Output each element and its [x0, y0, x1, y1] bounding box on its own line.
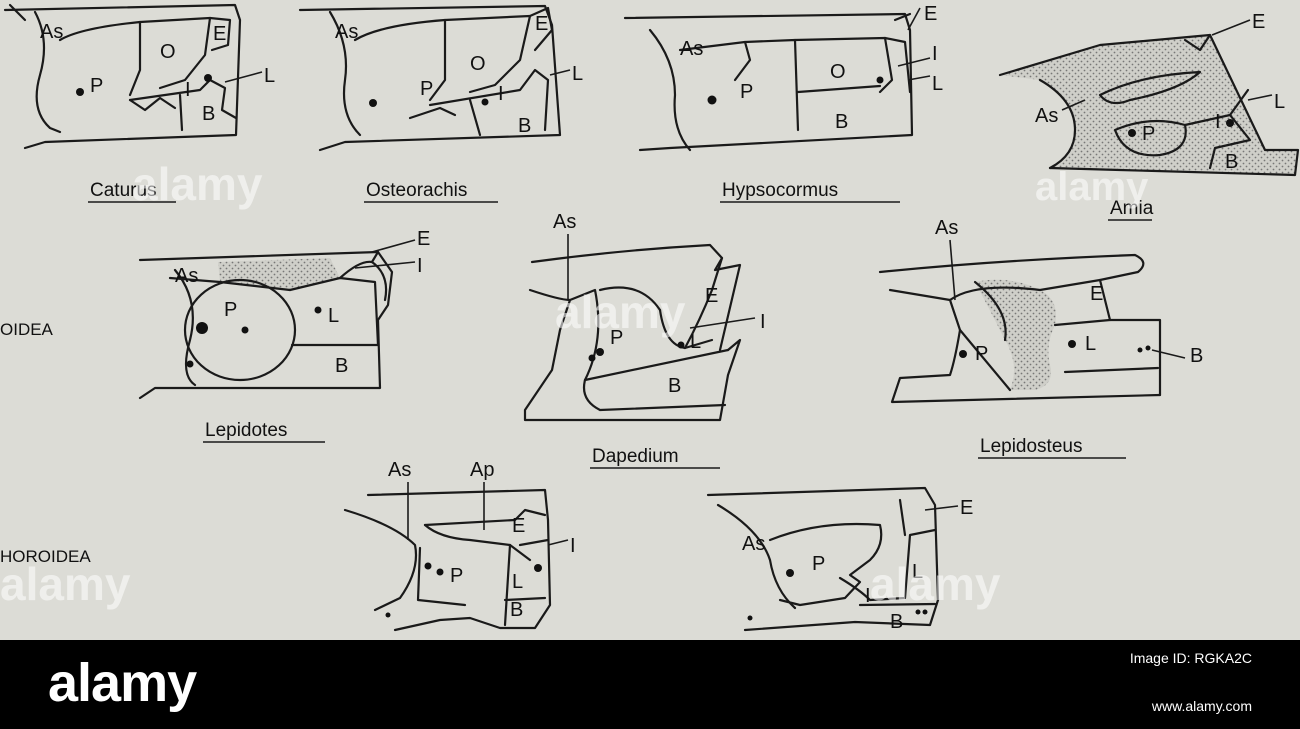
footer-bar: alamy Image ID: RGKA2C www.alamy.com: [0, 640, 1300, 729]
osteorachis-label-o: O: [470, 53, 486, 75]
lepidosteus-skull: As P E L B: [880, 217, 1203, 402]
caption-lepidosteus: Lepidosteus: [980, 436, 1082, 457]
amia-label-l: L: [1274, 91, 1285, 113]
caturus-label-p: P: [90, 75, 103, 97]
lepidotes-label-b: B: [335, 355, 348, 377]
hypsocormus-label-l: L: [932, 73, 943, 95]
skull-diagram: As P O E I B L Caturus As P O E I B L Os…: [0, 0, 1300, 640]
lepidosteus-label-b: B: [1190, 345, 1203, 367]
lepidotes-label-i: I: [417, 255, 423, 277]
caturus-label-as: As: [40, 21, 63, 43]
bottom-left-label-l: L: [512, 571, 523, 593]
osteorachis-label-p: P: [420, 78, 433, 100]
hypsocormus-label-b: B: [835, 111, 848, 133]
amia-label-p: P: [1142, 123, 1155, 145]
hypsocormus-label-i: I: [932, 43, 938, 65]
amia-label-i: I: [1215, 111, 1221, 133]
osteorachis-label-as: As: [335, 21, 358, 43]
watermark-3: alamy: [1035, 165, 1149, 209]
caturus-label-o: O: [160, 41, 176, 63]
lepidosteus-label-as: As: [935, 217, 958, 239]
hypsocormus-label-o: O: [830, 61, 846, 83]
dapedium-label-i: I: [760, 311, 766, 333]
caption-osteorachis: Osteorachis: [366, 180, 467, 201]
hypsocormus-label-e: E: [924, 3, 937, 25]
bottom-left-label-ap: Ap: [470, 459, 494, 481]
amia-label-as: As: [1035, 105, 1058, 127]
watermark-4: alamy: [0, 558, 131, 610]
osteorachis-label-e: E: [535, 13, 548, 35]
bottom-right-label-p: P: [812, 553, 825, 575]
osteorachis-label-l: L: [572, 63, 583, 85]
osteorachis-label-i: I: [498, 83, 504, 105]
amia-skull: As P I B E L: [1000, 11, 1298, 175]
dapedium-label-as: As: [553, 211, 576, 233]
lepidotes-label-e: E: [417, 228, 430, 250]
amia-label-e: E: [1252, 11, 1265, 33]
alamy-logo: alamy: [48, 652, 196, 714]
image-id-text: Image ID: RGKA2C: [1130, 650, 1252, 666]
bottom-left-skull: As Ap P E L B I: [345, 459, 576, 630]
osteorachis-label-b: B: [518, 115, 531, 137]
bottom-left-label-p: P: [450, 565, 463, 587]
caturus-label-b: B: [202, 103, 215, 125]
site-url-text: www.alamy.com: [1152, 698, 1252, 714]
hypsocormus-label-as: As: [680, 38, 703, 60]
watermark-2: alamy: [555, 286, 686, 338]
group-label-oidea: OIDEA: [0, 320, 54, 339]
watermark-1: alamy: [132, 158, 263, 210]
bottom-left-label-b: B: [510, 599, 523, 621]
watermark-5: alamy: [870, 558, 1001, 610]
bottom-right-label-b: B: [890, 611, 903, 633]
amia-label-b: B: [1225, 151, 1238, 173]
lepidosteus-label-p: P: [975, 343, 988, 365]
lepidotes-label-p: P: [224, 299, 237, 321]
caption-hypsocormus: Hypsocormus: [722, 180, 838, 201]
caturus-label-i: I: [185, 79, 191, 101]
lepidosteus-label-l: L: [1085, 333, 1096, 355]
lepidotes-label-as: As: [175, 265, 198, 287]
bottom-left-label-i: I: [570, 535, 576, 557]
lepidotes-skull: As P L B E I: [140, 228, 430, 398]
dapedium-label-l: L: [690, 331, 701, 353]
lepidosteus-label-e: E: [1090, 283, 1103, 305]
caturus-skull: As P O E I B L: [5, 5, 275, 148]
hypsocormus-label-p: P: [740, 81, 753, 103]
caption-lepidotes: Lepidotes: [205, 420, 287, 441]
bottom-left-label-e: E: [512, 515, 525, 537]
hypsocormus-skull: As P O B E I L: [625, 3, 943, 150]
dapedium-label-b: B: [668, 375, 681, 397]
bottom-right-label-as: As: [742, 533, 765, 555]
dapedium-label-e: E: [705, 285, 718, 307]
bottom-right-label-e: E: [960, 497, 973, 519]
bottom-left-label-as: As: [388, 459, 411, 481]
caturus-label-l: L: [264, 65, 275, 87]
caturus-label-e: E: [213, 23, 226, 45]
lepidotes-label-l: L: [328, 305, 339, 327]
osteorachis-skull: As P O E I B L: [300, 6, 583, 150]
caption-dapedium: Dapedium: [592, 446, 679, 467]
